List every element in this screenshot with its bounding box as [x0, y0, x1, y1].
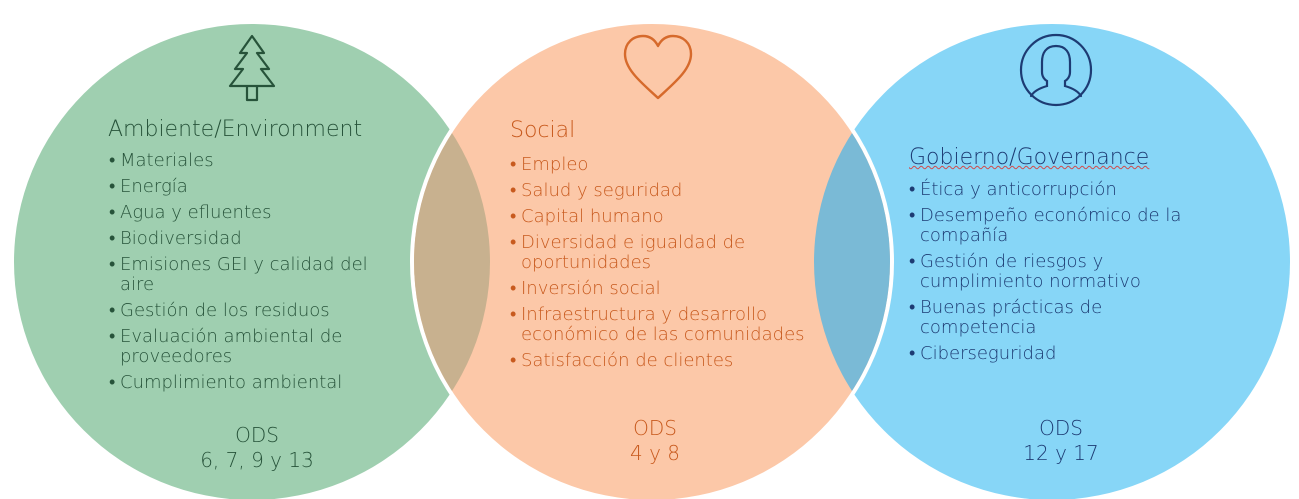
list-item: Materiales — [107, 151, 407, 172]
heart-icon — [623, 34, 693, 100]
governance-ods-values: 12 y 17 — [1023, 441, 1099, 465]
list-item: Infraestructura y desarrollo económico d… — [508, 305, 808, 345]
environment-list: Materiales Energía Agua y efluentes Biod… — [107, 151, 407, 399]
list-item: Gestión de riesgos y cumplimiento normat… — [907, 252, 1217, 292]
environment-title: Ambiente/Environment — [108, 117, 363, 142]
list-item: Buenas prácticas de competencia — [907, 298, 1217, 338]
list-item: Salud y seguridad — [508, 181, 808, 202]
environment-ods-label: ODS — [235, 423, 279, 447]
list-item: Gestión de los residuos — [107, 301, 407, 322]
governance-ods: ODS 12 y 17 — [976, 416, 1146, 466]
social-ods: ODS 4 y 8 — [570, 416, 740, 466]
social-ods-values: 4 y 8 — [630, 441, 680, 465]
governance-list: Ética y anticorrupción Desempeño económi… — [907, 180, 1217, 370]
pine-tree-icon — [228, 34, 276, 102]
list-item: Satisfacción de clientes — [508, 351, 808, 372]
list-item: Empleo — [508, 155, 808, 176]
governance-title-text: Gobierno/Governance — [909, 145, 1150, 170]
list-item: Agua y efluentes — [107, 203, 407, 224]
list-item: Ética y anticorrupción — [907, 180, 1217, 201]
list-item: Inversión social — [508, 279, 808, 300]
social-list: Empleo Salud y seguridad Capital humano … — [508, 155, 808, 377]
list-item: Cumplimiento ambiental — [107, 373, 407, 394]
list-item: Energía — [107, 177, 407, 198]
list-item: Evaluación ambiental de proveedores — [107, 327, 407, 367]
social-title: Social — [510, 118, 576, 143]
list-item: Diversidad e igualdad de oportunidades — [508, 233, 808, 273]
environment-ods-values: 6, 7, 9 y 13 — [200, 448, 314, 472]
environment-ods: ODS 6, 7, 9 y 13 — [172, 423, 342, 473]
governance-ods-label: ODS — [1039, 416, 1083, 440]
list-item: Desempeño económico de la compañía — [907, 206, 1217, 246]
list-item: Capital humano — [508, 207, 808, 228]
list-item: Biodiversidad — [107, 229, 407, 250]
list-item: Emisiones GEI y calidad del aire — [107, 255, 407, 295]
list-item: Ciberseguridad — [907, 344, 1217, 365]
social-ods-label: ODS — [633, 416, 677, 440]
person-icon — [1019, 33, 1093, 107]
governance-title: Gobierno/Governance — [909, 145, 1149, 170]
